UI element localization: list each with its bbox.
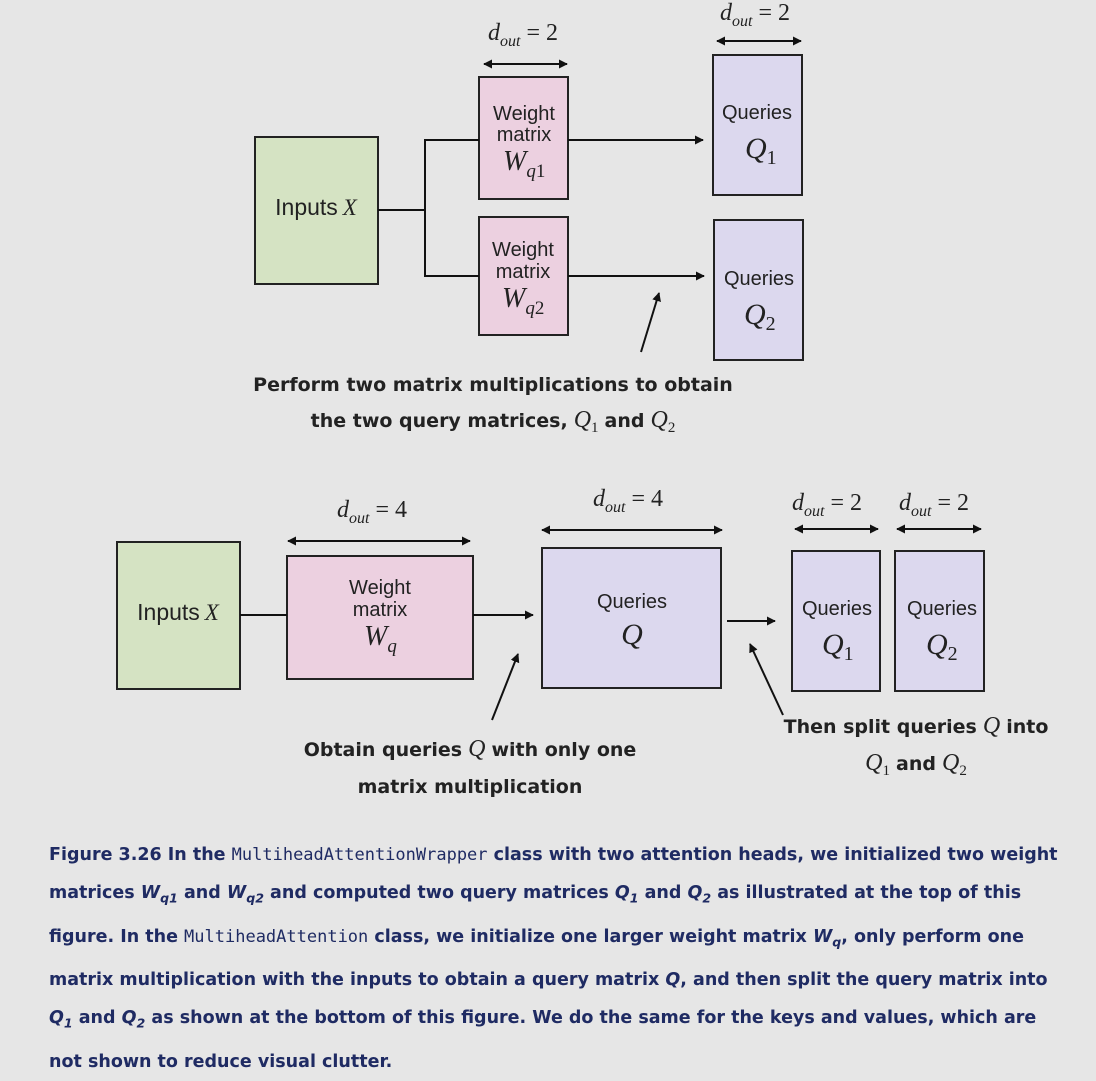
top-queries1-label: Queries: [722, 102, 792, 124]
caption-code-attention-class: MultiheadAttention: [184, 926, 369, 947]
top-connectors: [378, 135, 705, 353]
bottom-queries-box: [541, 547, 722, 689]
bottom-dout-weight: dout= 4: [337, 497, 407, 527]
bottom-dout-queries: dout= 4: [593, 486, 663, 516]
top-inputs-box: [254, 136, 379, 285]
caption-q1: Q1: [614, 883, 639, 906]
bottom-queries-symbol: Q: [621, 618, 643, 651]
bottom-inputs-box: [116, 541, 241, 690]
bottom-weight-box: [286, 555, 474, 680]
top-dout-queries: dout= 2: [720, 0, 790, 30]
top-queries1-box: [712, 54, 803, 196]
caption-text-9: , and then split the query matrix into: [680, 970, 1048, 990]
caption-q: Q: [665, 970, 681, 990]
caption-text-4: and computed two query matrices: [263, 883, 615, 903]
caption-q2b: Q2: [121, 1008, 146, 1031]
top-weight1-symbol: Wq1: [503, 146, 545, 182]
top-weight2-line1: Weight: [492, 239, 554, 261]
bottom-queries2-label: Queries: [907, 598, 977, 620]
bottom-dout-q2: dout= 2: [899, 490, 969, 520]
caption-text-1: Figure 3.26 In the: [49, 845, 232, 865]
top-weight1-line1: Weight: [493, 103, 555, 125]
caption-wq: Wq: [812, 926, 842, 950]
top-dout-weight: dout= 2: [488, 20, 558, 50]
bottom-dout-q1: dout= 2: [792, 490, 862, 520]
caption-code-wrapper-class: MultiheadAttentionWrapper: [231, 845, 488, 865]
top-queries2-symbol: Q2: [744, 298, 776, 335]
figure-caption: Figure 3.26 In the MultiheadAttentionWra…: [49, 836, 1059, 1081]
top-weight2-symbol: Wq2: [502, 283, 544, 319]
caption-text-8: , only perform one matrix multiplication…: [49, 926, 1024, 991]
caption-wq1: Wq1: [140, 883, 178, 906]
bottom-connectors: [240, 610, 784, 721]
bottom-queries-label: Queries: [597, 591, 667, 613]
caption-text-2: class with two attention heads, we initi…: [49, 845, 1058, 903]
bottom-queries1-symbol: Q1: [822, 628, 854, 665]
caption-text-11: as shown at the bottom of this figure. W…: [49, 1008, 1037, 1072]
bottom-weight-symbol: Wq: [364, 621, 397, 657]
top-queries2-label: Queries: [724, 268, 794, 290]
caption-text-3: and: [177, 883, 227, 903]
caption-text-7: class, we initialize one larger weight m…: [368, 926, 813, 947]
caption-text-10: and: [72, 1008, 122, 1028]
caption-wq2: Wq2: [226, 883, 264, 906]
bottom-queries1-box: [791, 550, 881, 692]
bottom-queries2-symbol: Q2: [926, 628, 958, 665]
top-queries2-box: [713, 219, 804, 361]
bottom-weight-line1: Weight: [349, 577, 411, 599]
bottom-queries2-box: [894, 550, 985, 692]
caption-text-6: as illustrated at the top of this figure…: [49, 883, 1022, 947]
caption-q1b: Q1: [49, 1008, 73, 1031]
top-weight2-line2: matrix: [496, 261, 550, 283]
top-queries1-symbol: Q1: [745, 132, 777, 169]
top-weight1-box: [478, 76, 569, 200]
top-annotation-line1: Perform two matrix multiplications to ob…: [253, 374, 733, 396]
caption-q2: Q2: [687, 883, 712, 906]
caption-text-5: and: [638, 883, 688, 903]
bottom-queries1-label: Queries: [802, 598, 872, 620]
bottom-weight-line2: matrix: [353, 599, 407, 621]
bottom-annotation-left-line2: matrix multiplication: [358, 776, 583, 798]
top-weight1-line2: matrix: [497, 124, 551, 146]
